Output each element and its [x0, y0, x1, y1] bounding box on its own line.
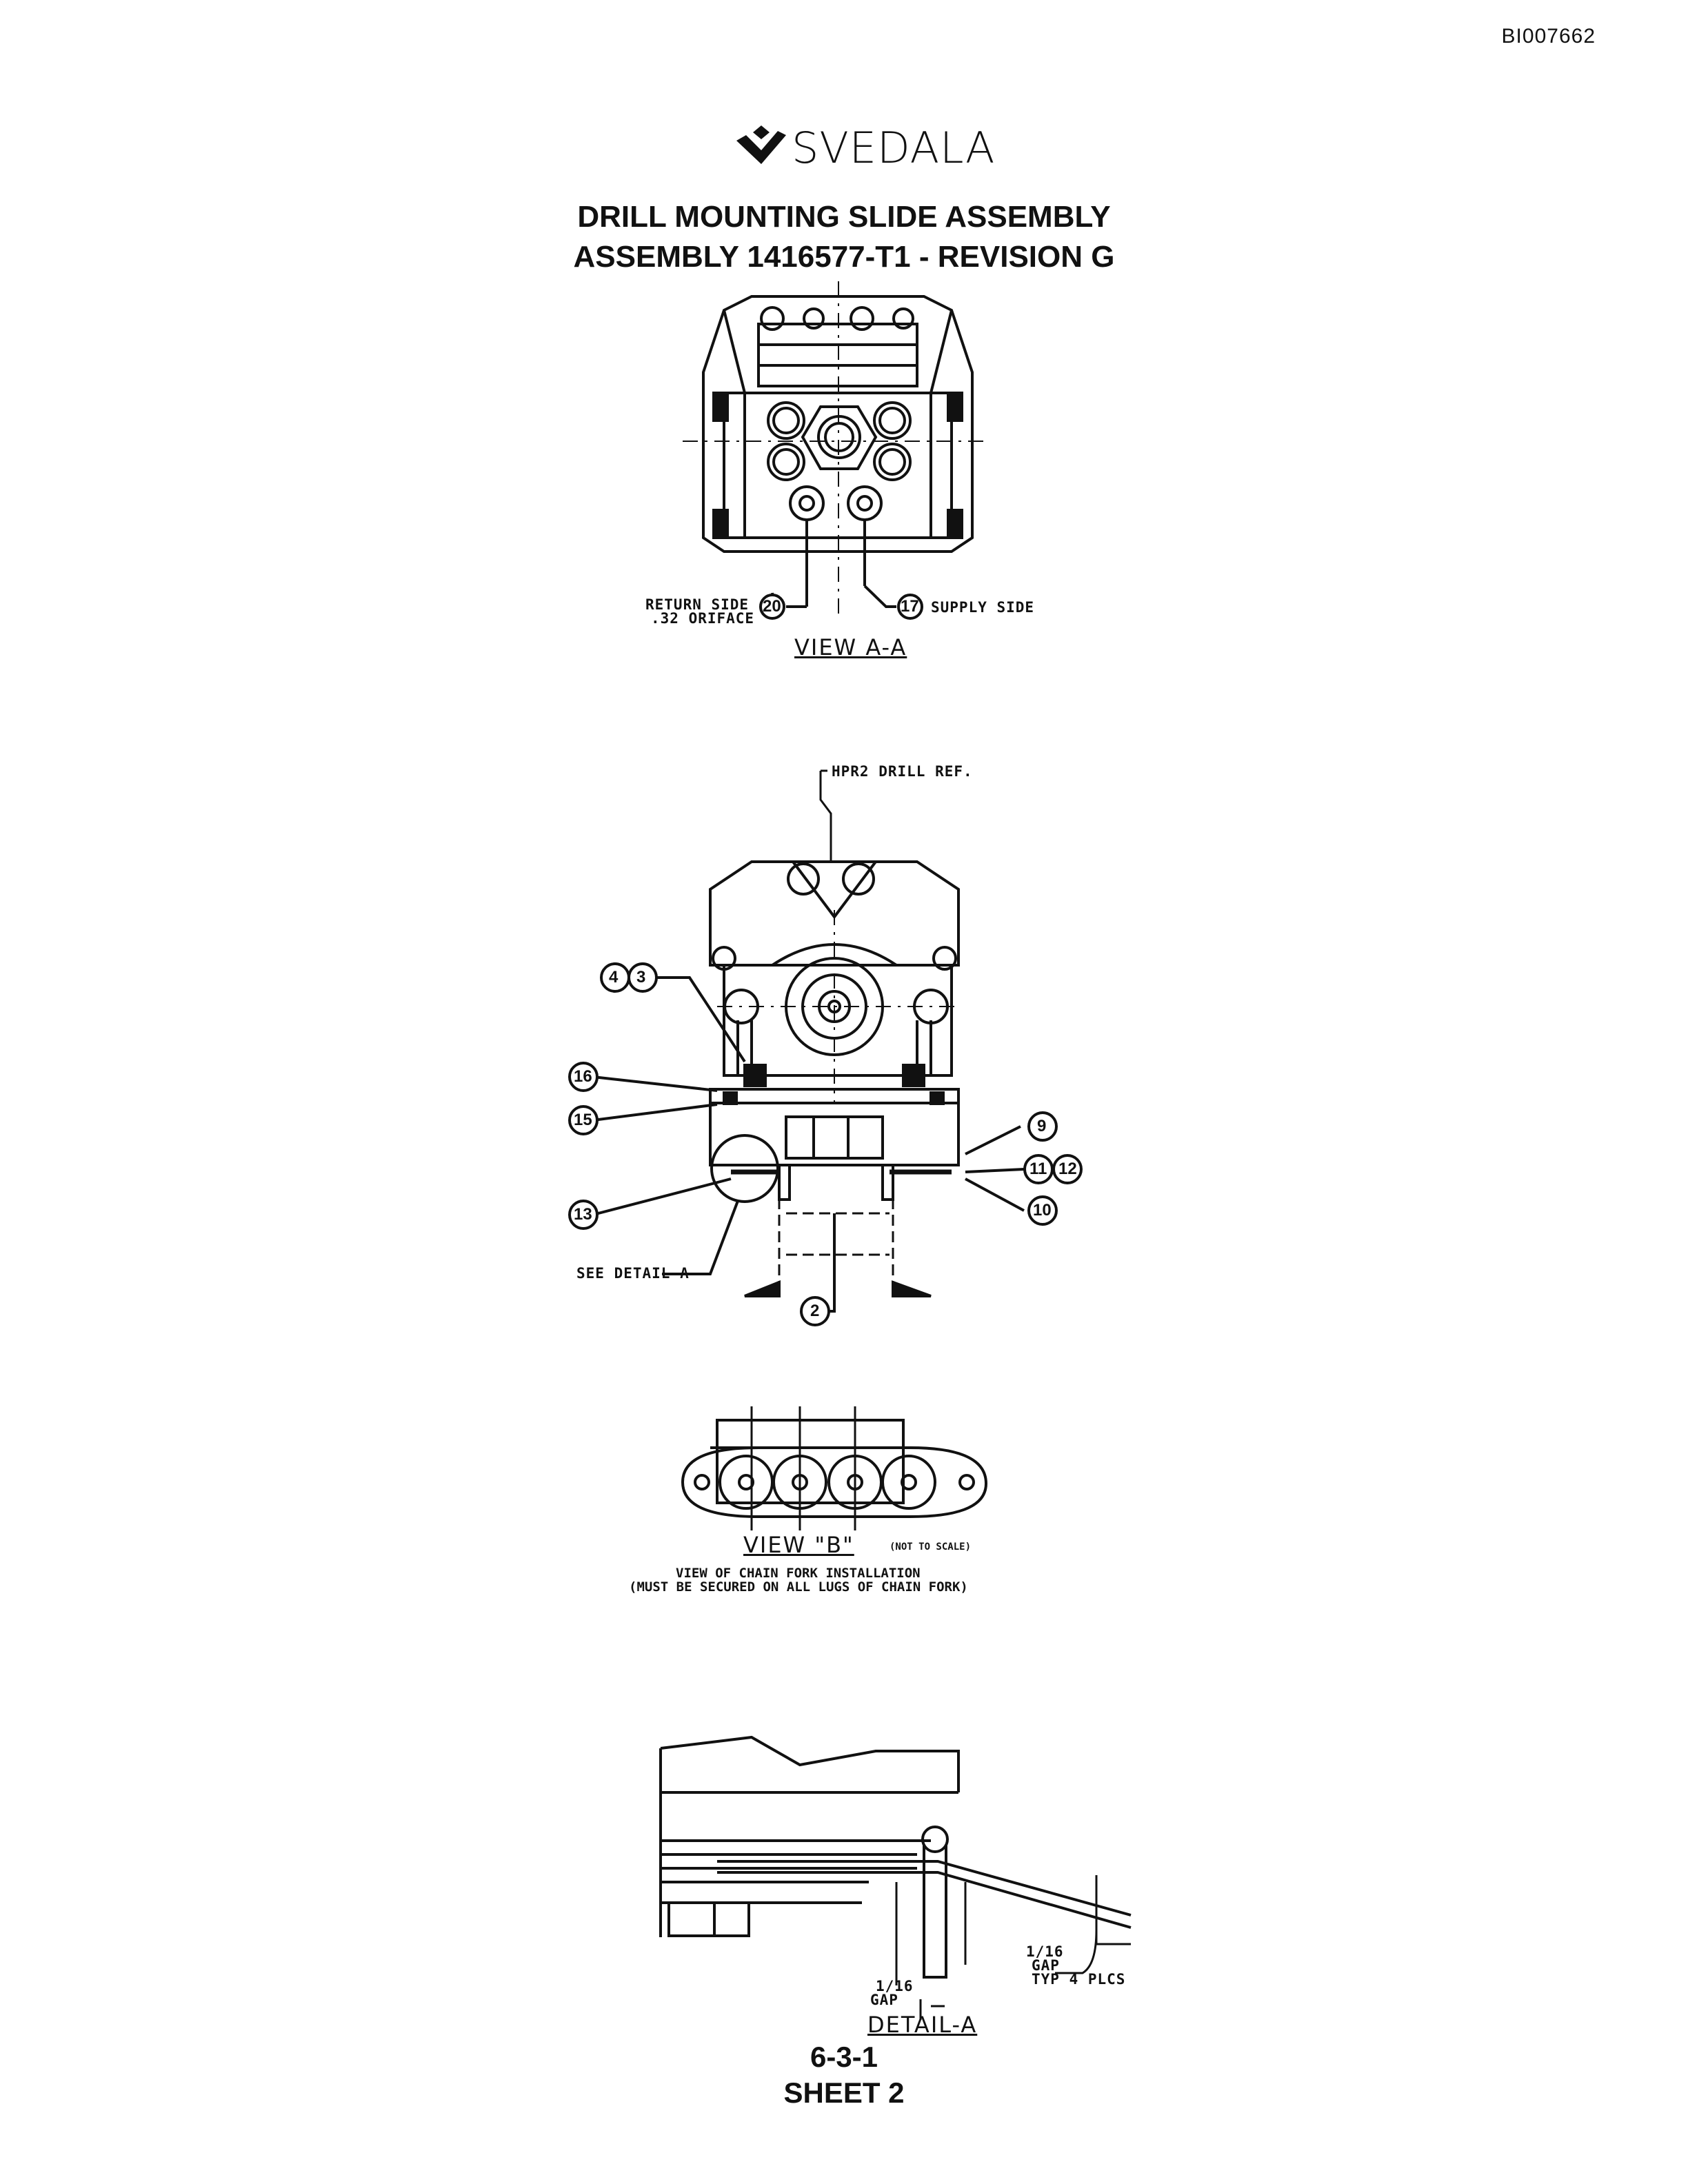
callout-11: 11 [1029, 1160, 1047, 1178]
not-to-scale-note: (NOT TO SCALE) [890, 1541, 972, 1553]
view-aa-caption: VIEW A-A [794, 634, 907, 660]
view-b-caption: VIEW "B" [743, 1532, 854, 1558]
drill-ref-label: HPR2 DRILL REF. [832, 763, 973, 780]
view-aa-drawing [683, 281, 986, 620]
callout-balloons [568, 594, 1083, 1326]
chain-fork-note-2: (MUST BE SECURED ON ALL LUGS OF CHAIN FO… [629, 1579, 968, 1595]
return-side-label: RETURN SIDE [645, 596, 750, 613]
gap-right-typ: TYP 4 PLCS [1032, 1971, 1126, 1988]
supply-side-label: SUPPLY SIDE [931, 599, 1035, 616]
callout-4: 4 [609, 968, 619, 987]
main-assembly-drawing [592, 769, 1025, 1313]
callout-12: 12 [1058, 1160, 1077, 1178]
sheet-number: SHEET 2 [783, 2076, 905, 2109]
callout-9: 9 [1037, 1117, 1047, 1135]
view-b-drawing [681, 1406, 988, 1530]
detail-a-caption: DETAIL-A [867, 2012, 978, 2038]
page-number: 6-3-1 [810, 2041, 878, 2073]
drawing-title: DRILL MOUNTING SLIDE ASSEMBLY [577, 200, 1111, 234]
callout-10: 10 [1033, 1201, 1052, 1220]
svedala-logo-icon [736, 125, 786, 164]
callout-20: 20 [763, 597, 781, 616]
callout-17: 17 [901, 597, 919, 616]
gap-left-label: GAP [870, 1992, 898, 2008]
callout-3: 3 [636, 968, 646, 987]
callout-15: 15 [574, 1111, 592, 1129]
document-id: BI007662 [1501, 25, 1596, 48]
callout-16: 16 [574, 1067, 592, 1086]
gap-right-fraction: 1/16 [1026, 1943, 1064, 1960]
drawing-subtitle: ASSEMBLY 1416577-T1 - REVISION G [573, 240, 1115, 274]
chain-fork-note-1: VIEW OF CHAIN FORK INSTALLATION [676, 1566, 921, 1581]
see-detail-label: SEE DETAIL-A [576, 1265, 690, 1282]
callout-2: 2 [810, 1302, 820, 1320]
return-orifice-label: .32 ORIFACE [651, 610, 755, 627]
brand-name: SVEDALA [792, 123, 996, 173]
gap-left-fraction: 1/16 [876, 1978, 914, 1994]
callout-13: 13 [574, 1205, 592, 1224]
detail-a-drawing [659, 1735, 1132, 2020]
gap-right-label: GAP [1032, 1957, 1060, 1974]
